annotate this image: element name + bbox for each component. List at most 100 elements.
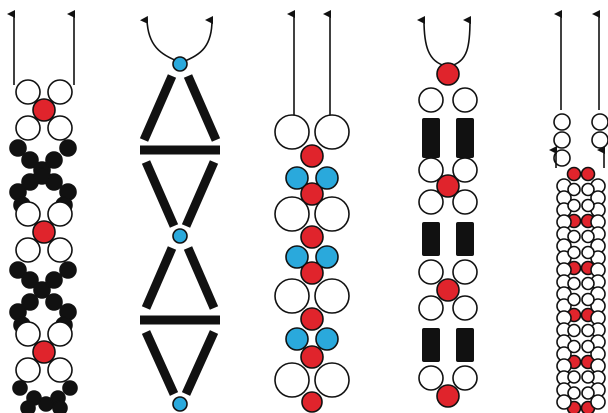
bugle-bead	[181, 160, 219, 228]
black-bead	[21, 151, 39, 169]
red-bead	[300, 144, 324, 168]
red-bead	[436, 384, 460, 408]
thread-arrow-right	[449, 16, 472, 67]
black-bead	[21, 293, 39, 311]
white-bead	[591, 113, 608, 131]
white-bead	[15, 79, 41, 105]
black-bead	[62, 380, 78, 396]
black-bead	[33, 167, 51, 185]
bugle-bead	[422, 328, 440, 362]
white-bead	[452, 295, 478, 321]
white-bead	[581, 198, 595, 213]
thread-arrow-left	[140, 15, 181, 63]
white-bead	[47, 115, 73, 141]
pattern-1	[7, 10, 78, 413]
red-bead	[300, 261, 324, 285]
pattern-4	[417, 15, 478, 408]
black-bead	[59, 139, 77, 157]
white-bead	[553, 113, 571, 131]
red-bead	[300, 307, 324, 331]
white-bead	[591, 131, 608, 149]
bugle-bead	[456, 328, 474, 362]
black-bead	[52, 400, 68, 413]
red-bead	[300, 345, 324, 369]
bugle-bead	[456, 222, 474, 256]
white-bead	[15, 201, 41, 227]
white-bead	[581, 182, 595, 197]
white-bead	[581, 386, 595, 400]
white-bead	[418, 365, 444, 391]
white-bead	[274, 196, 310, 232]
white-bead	[567, 198, 581, 213]
blue-bead	[315, 327, 339, 351]
white-bead	[581, 245, 595, 260]
red-bead	[300, 225, 324, 249]
white-bead	[47, 237, 73, 263]
black-bead	[12, 380, 28, 396]
white-bead	[581, 370, 595, 384]
blue-bead	[172, 56, 188, 72]
black-bead	[45, 151, 63, 169]
white-bead	[553, 131, 571, 149]
white-bead	[567, 323, 581, 338]
white-bead	[581, 323, 595, 338]
blue-bead	[172, 228, 188, 244]
white-bead	[567, 245, 581, 260]
bugle-bead	[141, 246, 177, 310]
white-bead	[452, 365, 478, 391]
blue-bead	[315, 166, 339, 190]
pattern-3	[274, 10, 350, 413]
white-bead	[274, 278, 310, 314]
bugle-bead	[141, 330, 179, 396]
white-bead	[567, 276, 581, 291]
bugle-bead	[422, 118, 440, 158]
black-bead	[20, 400, 36, 413]
black-bead	[45, 271, 63, 289]
white-bead	[15, 321, 41, 347]
white-bead	[567, 370, 581, 384]
pattern-5	[549, 10, 608, 413]
red-bead	[32, 220, 56, 244]
white-bead	[452, 189, 478, 215]
white-bead	[15, 115, 41, 141]
white-bead	[452, 87, 478, 113]
white-bead	[47, 79, 73, 105]
red-bead	[566, 166, 582, 182]
black-bead	[21, 271, 39, 289]
bugle-bead	[181, 330, 219, 396]
white-bead	[47, 357, 73, 383]
bugle-bead	[456, 118, 474, 158]
white-bead	[314, 196, 350, 232]
black-bead	[38, 396, 54, 412]
white-bead	[274, 114, 310, 150]
white-bead	[418, 259, 444, 285]
blue-bead	[285, 166, 309, 190]
white-bead	[418, 157, 444, 183]
black-bead	[9, 139, 27, 157]
thread-arrow-left	[417, 15, 447, 67]
bugle-bead	[183, 246, 219, 310]
white-bead	[314, 114, 350, 150]
blue-bead	[172, 396, 188, 412]
black-bead	[59, 261, 77, 279]
bugle-bead	[422, 222, 440, 256]
white-bead	[567, 386, 581, 400]
red-bead	[580, 166, 596, 182]
blue-bead	[285, 327, 309, 351]
red-bead	[32, 98, 56, 122]
red-bead	[301, 391, 323, 413]
white-bead	[590, 394, 606, 410]
white-bead	[567, 339, 581, 354]
red-bead	[32, 340, 56, 364]
blue-bead	[285, 245, 309, 269]
white-bead	[581, 276, 595, 291]
white-bead	[15, 357, 41, 383]
white-bead	[314, 362, 350, 398]
bugle-bead	[183, 74, 221, 142]
red-bead	[300, 182, 324, 206]
black-bead	[33, 281, 51, 299]
red-bead	[436, 278, 460, 302]
black-bead	[45, 293, 63, 311]
white-bead	[452, 259, 478, 285]
